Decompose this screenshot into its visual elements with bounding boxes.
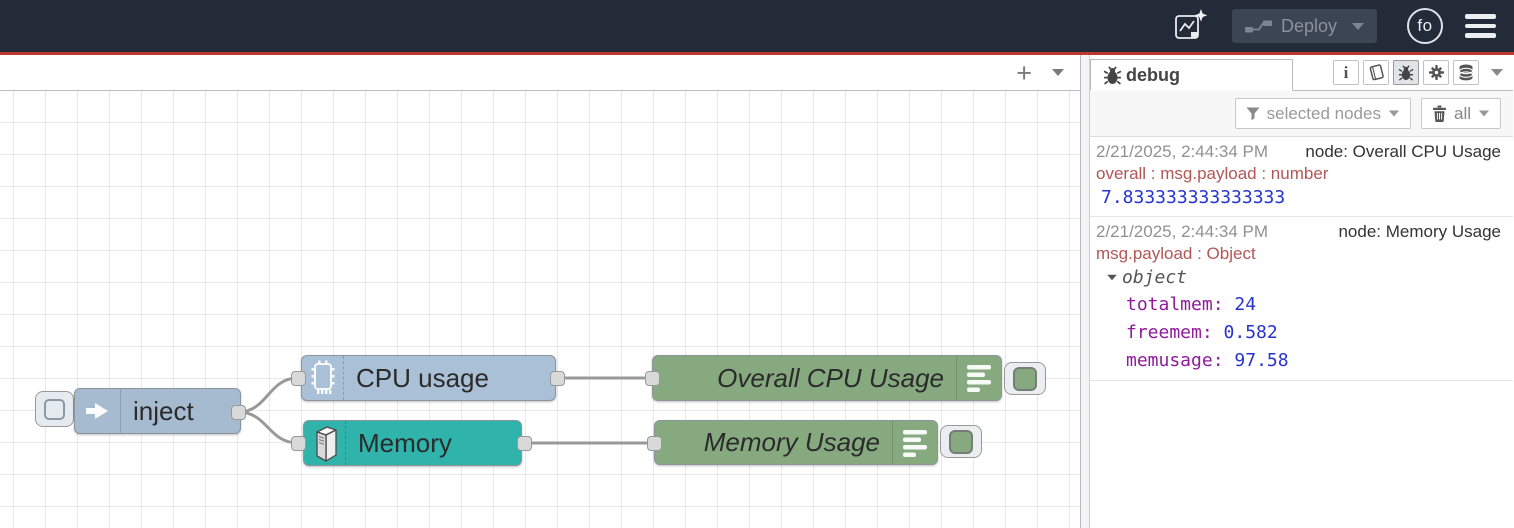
deploy-nodes-icon bbox=[1244, 20, 1272, 32]
node-label: Memory Usage bbox=[703, 427, 880, 457]
node-label: CPU usage bbox=[356, 362, 489, 393]
deploy-label: Deploy bbox=[1280, 15, 1337, 36]
node-debug-overall-cpu[interactable]: Overall CPU Usage bbox=[652, 355, 1002, 401]
node-inject[interactable]: inject bbox=[74, 388, 241, 434]
info-tab-button[interactable]: i bbox=[1333, 60, 1359, 85]
info-icon: i bbox=[1343, 62, 1349, 82]
deploy-button[interactable]: Deploy bbox=[1231, 9, 1377, 43]
property-key: freemem: bbox=[1126, 322, 1213, 343]
sidebar-resize-handle[interactable] bbox=[1081, 55, 1090, 528]
message-property-path: overall : msg.payload : number bbox=[1096, 164, 1329, 183]
cpu-chip-icon bbox=[302, 356, 344, 400]
flow-canvas[interactable]: inject bbox=[0, 91, 1080, 528]
property-value: 24 bbox=[1234, 294, 1257, 315]
node-label: inject bbox=[133, 395, 194, 426]
database-icon bbox=[1458, 64, 1474, 81]
debug-console-icon bbox=[956, 356, 1001, 400]
output-port[interactable] bbox=[550, 371, 565, 386]
user-avatar[interactable]: fo bbox=[1407, 8, 1443, 44]
output-port[interactable] bbox=[231, 405, 246, 420]
object-label: object bbox=[1122, 267, 1188, 288]
wire[interactable] bbox=[237, 410, 299, 445]
debug-message[interactable]: 2/21/2025, 2:44:34 PM node: Overall CPU … bbox=[1090, 137, 1513, 217]
header: Deploy fo bbox=[0, 0, 1514, 52]
bug-icon bbox=[1103, 65, 1122, 85]
flow-list-caret-icon[interactable] bbox=[1052, 69, 1064, 76]
inject-arrow-icon bbox=[75, 389, 121, 433]
debug-clear-button[interactable]: all bbox=[1420, 98, 1501, 129]
gear-icon bbox=[1428, 64, 1444, 81]
debug-enable-toggle[interactable] bbox=[1004, 362, 1046, 395]
node-label: Overall CPU Usage bbox=[717, 362, 944, 393]
help-tab-button[interactable] bbox=[1363, 60, 1389, 85]
tab-debug[interactable]: debug bbox=[1090, 59, 1293, 91]
sidebar-tabs-caret-icon[interactable] bbox=[1491, 69, 1503, 76]
context-data-tab-button[interactable] bbox=[1453, 60, 1479, 85]
input-port[interactable] bbox=[647, 436, 662, 451]
avatar-initials: fo bbox=[1417, 16, 1433, 35]
message-property-path: msg.payload : Object bbox=[1096, 244, 1256, 263]
message-timestamp: 2/21/2025, 2:44:34 PM bbox=[1096, 142, 1269, 161]
bug-icon bbox=[1398, 64, 1414, 81]
debug-message-list: 2/21/2025, 2:44:34 PM node: Overall CPU … bbox=[1090, 137, 1513, 528]
filter-funnel-icon bbox=[1246, 107, 1260, 120]
accent-divider bbox=[0, 52, 1514, 55]
main-menu-icon[interactable] bbox=[1465, 14, 1496, 38]
inject-trigger-button[interactable] bbox=[35, 391, 74, 427]
property-value: 97.58 bbox=[1234, 350, 1289, 371]
message-source-node: node: Overall CPU Usage bbox=[1305, 142, 1501, 161]
object-expander[interactable]: object bbox=[1096, 264, 1501, 291]
wires-layer bbox=[237, 376, 654, 445]
sidebar-tab-bar: debug i bbox=[1090, 55, 1513, 91]
filter-caret-icon bbox=[1388, 110, 1400, 117]
debug-console-icon bbox=[892, 421, 937, 464]
debug-enable-toggle[interactable] bbox=[940, 425, 982, 458]
tab-debug-label: debug bbox=[1126, 64, 1180, 85]
property-key: memusage: bbox=[1126, 350, 1224, 371]
object-property: totalmem: 24 bbox=[1096, 291, 1501, 319]
message-value: 7.833333333333333 bbox=[1101, 187, 1286, 208]
debug-filter-button[interactable]: selected nodes bbox=[1234, 98, 1411, 129]
property-value: 0.582 bbox=[1223, 322, 1278, 343]
node-cpu-usage[interactable]: CPU usage bbox=[301, 355, 556, 401]
input-port[interactable] bbox=[291, 371, 306, 386]
book-icon bbox=[1369, 64, 1384, 81]
filter-label: selected nodes bbox=[1266, 103, 1381, 123]
wire[interactable] bbox=[237, 376, 299, 414]
trash-icon bbox=[1432, 105, 1446, 122]
object-property: freemem: 0.582 bbox=[1096, 319, 1501, 347]
assistant-flow-icon[interactable] bbox=[1172, 7, 1208, 45]
debug-sidebar: debug i bbox=[1090, 55, 1513, 528]
debug-tab-button[interactable] bbox=[1393, 60, 1419, 85]
message-source-node: node: Memory Usage bbox=[1338, 222, 1501, 241]
input-port[interactable] bbox=[645, 371, 660, 386]
output-port[interactable] bbox=[517, 436, 532, 451]
object-property: memusage: 97.58 bbox=[1096, 347, 1501, 375]
message-timestamp: 2/21/2025, 2:44:34 PM bbox=[1096, 222, 1269, 241]
deploy-caret-icon[interactable] bbox=[1352, 22, 1364, 30]
clear-label: all bbox=[1453, 103, 1471, 123]
node-label: Memory bbox=[358, 427, 452, 458]
workspace-column: + bbox=[0, 55, 1081, 528]
debug-toolbar: selected nodes all bbox=[1090, 91, 1513, 137]
expand-caret-icon bbox=[1107, 274, 1117, 281]
property-key: totalmem: bbox=[1126, 294, 1224, 315]
config-tab-button[interactable] bbox=[1423, 60, 1449, 85]
flow-tab-bar: + bbox=[0, 55, 1080, 91]
clear-caret-icon bbox=[1478, 110, 1490, 117]
add-flow-button[interactable]: + bbox=[1016, 57, 1032, 88]
node-memory[interactable]: Memory bbox=[303, 420, 522, 466]
debug-message[interactable]: 2/21/2025, 2:44:34 PM node: Memory Usage… bbox=[1090, 217, 1513, 381]
node-debug-memory-usage[interactable]: Memory Usage bbox=[654, 420, 938, 465]
computer-tower-icon bbox=[304, 421, 346, 465]
input-port[interactable] bbox=[291, 436, 306, 451]
